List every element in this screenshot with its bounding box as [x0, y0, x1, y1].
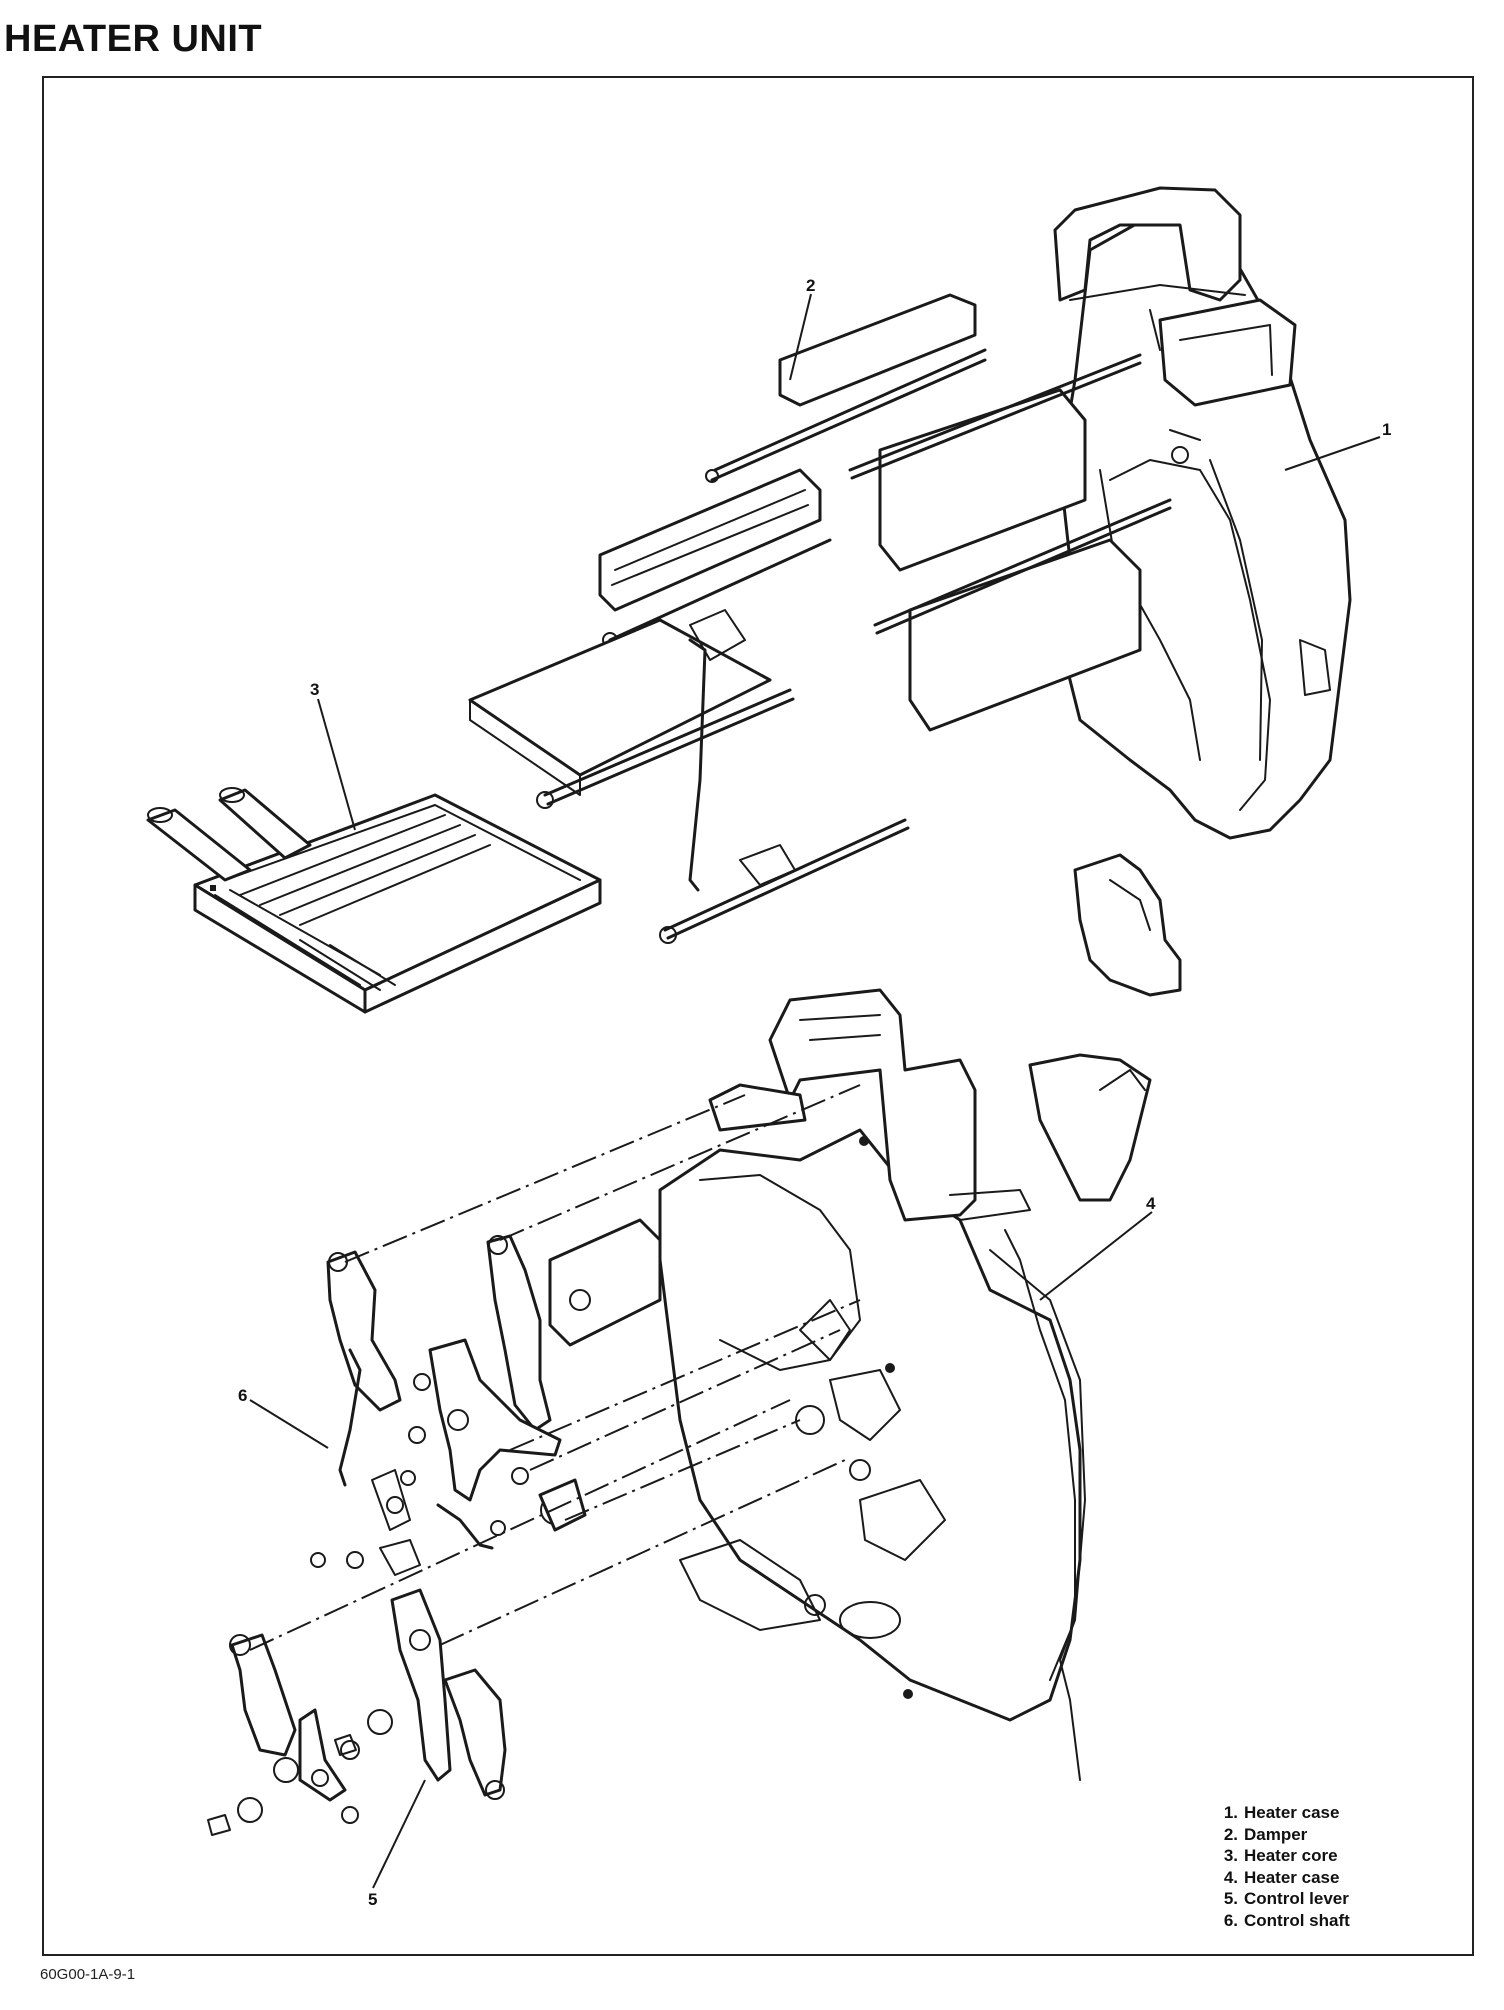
legend-item: 1.Heater case [1223, 1803, 1340, 1822]
callout-5: 5 [368, 1890, 378, 1909]
leader-lines [249, 293, 1381, 1889]
callout-4: 4 [1146, 1194, 1156, 1213]
filter-plate [468, 618, 772, 796]
bolts [310, 1470, 506, 1568]
heater-case-lower [548, 988, 1086, 1781]
heater-core [146, 787, 602, 1014]
damper-middle [848, 353, 1142, 572]
page-title: HEATER UNIT [4, 18, 263, 60]
parts-legend: 1.Heater case 2.Damper 3.Heater core 4.H… [1218, 1802, 1350, 1931]
side-plate-upper [1073, 853, 1182, 997]
legend-item: 6.Control shaft [1223, 1910, 1350, 1930]
figure-code: 60G00-1A-9-1 [40, 1966, 136, 1983]
damper-upper [705, 293, 987, 483]
legend-item: 4.Heater case [1223, 1867, 1340, 1887]
damper-lower [873, 498, 1172, 732]
callout-1: 1 [1382, 420, 1392, 439]
control-levers [207, 1234, 587, 1836]
side-plate-lower [1028, 1053, 1152, 1202]
damper-frame [598, 468, 832, 648]
callout-3: 3 [310, 680, 320, 699]
legend-item: 3.Heater core [1223, 1846, 1338, 1865]
legend-item: 2.Damper [1223, 1824, 1308, 1844]
heater-case-upper [1053, 186, 1352, 840]
figure-frame [42, 76, 1474, 1956]
link-rod [688, 609, 796, 892]
callout-2: 2 [806, 276, 816, 295]
legend-item: 5.Control lever [1223, 1889, 1349, 1908]
callout-6: 6 [238, 1386, 248, 1405]
assembly-lines [249, 1084, 861, 1651]
